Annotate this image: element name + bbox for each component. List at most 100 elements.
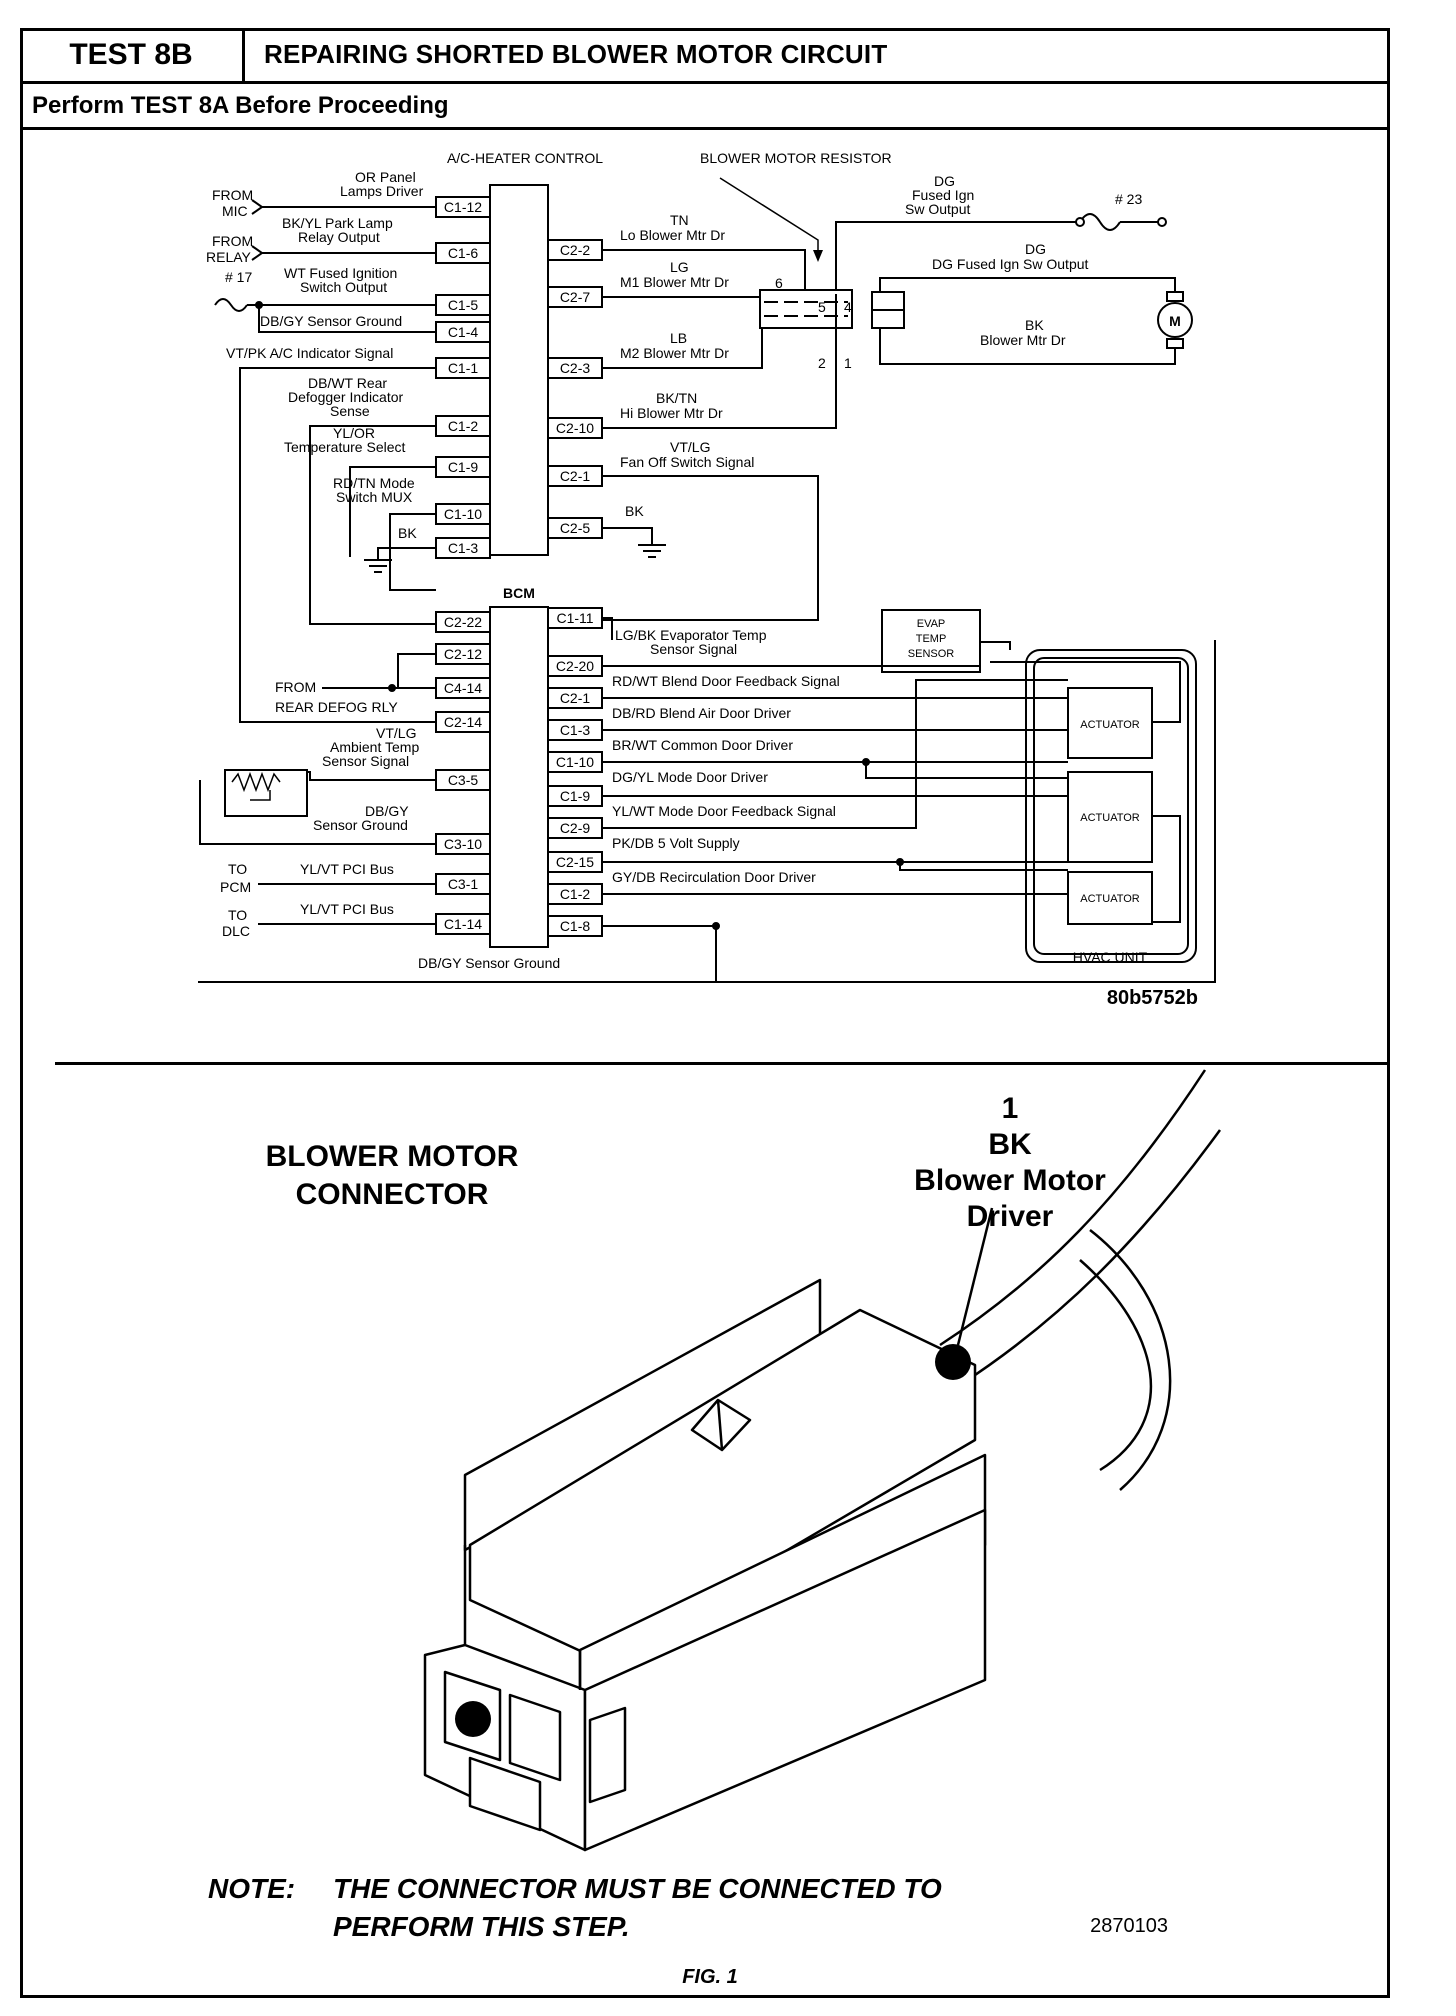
ac-left-pins: C1-12 C1-6 C1-5 C1-4 C1-1 C1-2 C1-9 C1-1… <box>435 196 491 559</box>
pin-label: C1-1 <box>448 360 479 376</box>
dg-label-3: Sw Output <box>905 201 970 217</box>
signal-label: BR/WT Common Door Driver <box>612 737 793 753</box>
resistor-arrow <box>719 177 819 255</box>
evap-label-1: EVAP <box>917 618 946 630</box>
signal-label: RD/TN Mode <box>333 475 415 491</box>
signal-label: YL/WT Mode Door Feedback Signal <box>612 803 836 819</box>
fuse-23-circuit: DG Fused Ign Sw Output # 23 DG DG Fused … <box>835 173 1193 365</box>
prerequisite-text: Perform TEST 8A Before Proceeding <box>32 92 449 119</box>
pin-label: C3-5 <box>448 772 479 788</box>
test-title: REPAIRING SHORTED BLOWER MOTOR CIRCUIT <box>264 39 888 69</box>
pin-label: C2-14 <box>444 714 482 730</box>
signal-label: Switch Output <box>300 279 387 295</box>
figure-title-line2: CONNECTOR <box>296 1178 489 1211</box>
pin-label: C3-1 <box>448 876 479 892</box>
ac-right-labels: TN Lo Blower Mtr Dr LG M1 Blower Mtr Dr … <box>620 212 783 519</box>
signal-label: VT/LG <box>376 725 416 741</box>
header-row: TEST 8B REPAIRING SHORTED BLOWER MOTOR C… <box>20 28 1390 84</box>
pin-label: C1-10 <box>556 754 594 770</box>
pin-label: C2-10 <box>556 420 594 436</box>
ac-left-wires <box>214 199 436 723</box>
motor-label: M <box>1169 313 1181 329</box>
signal-label: Switch MUX <box>336 489 413 505</box>
pin-label: C2-5 <box>560 520 591 536</box>
pin-label: C3-10 <box>444 836 482 852</box>
pin-label: C1-10 <box>444 506 482 522</box>
figure-code: 2870103 <box>1090 1915 1168 1937</box>
resistor-pin: 4 <box>844 299 852 315</box>
pin-box <box>435 711 491 733</box>
callout-line4: Driver <box>967 1200 1054 1233</box>
to-dlc-label: TO <box>228 907 247 923</box>
pin-label: C2-9 <box>560 820 591 836</box>
signal-label: WT Fused Ignition <box>284 265 397 281</box>
pin-label: C1-14 <box>444 916 482 932</box>
bk-label-2: Blower Mtr Dr <box>980 332 1066 348</box>
to-pcm-label: TO <box>228 861 247 877</box>
signal-label: M2 Blower Mtr Dr <box>620 345 729 361</box>
actuator-box <box>1067 771 1153 863</box>
rear-defog-rly-label: REAR DEFOG RLY <box>275 699 398 715</box>
signal-label: Fan Off Switch Signal <box>620 454 754 470</box>
signal-label: Defogger Indicator <box>288 389 404 405</box>
bcm-left-pins: C2-22 C2-12 C4-14 C2-14 C3-5 C3-10 C3-1 … <box>435 611 491 935</box>
signal-label: Ambient Temp <box>330 739 419 755</box>
ambient-temp-sensor <box>224 769 308 817</box>
evap-label-2: TEMP <box>916 633 947 645</box>
signal-label: LG/BK Evaporator Temp <box>615 627 767 643</box>
diagram-code: 80b5752b <box>1107 987 1198 1009</box>
signal-label: YL/OR <box>333 425 375 441</box>
actuator-box <box>1067 871 1153 925</box>
signal-label: Temperature Select <box>284 439 406 455</box>
signal-label: DB/WT Rear <box>308 375 387 391</box>
pin-label: C2-22 <box>444 614 482 630</box>
from-mic-label: FROM <box>212 187 253 203</box>
note-label: NOTE: <box>208 1873 295 1904</box>
blower-motor-resistor: BLOWER MOTOR RESISTOR 5 4 2 1 <box>700 150 905 371</box>
from-relay-label-2: RELAY <box>206 249 252 265</box>
ac-right-pins: C2-2 C2-7 C2-3 C2-10 C2-1 C2-5 <box>547 239 603 539</box>
bcm-right-pins: C1-11 C2-20 C2-1 C1-3 C1-10 C1-9 C2-9 C2… <box>547 607 603 937</box>
callout-wire: BK <box>988 1128 1032 1161</box>
pin-label: C2-1 <box>560 468 591 484</box>
pin-label: C2-20 <box>556 658 594 674</box>
signal-label: DB/RD Blend Air Door Driver <box>612 705 791 721</box>
signal-label: BK <box>398 525 417 541</box>
evap-temp-sensor: EVAP TEMP SENSOR <box>881 609 981 673</box>
callout-line3: Blower Motor <box>914 1164 1106 1197</box>
pin-label: C1-3 <box>448 540 479 556</box>
callout-leader <box>956 1207 994 1346</box>
signal-label: Sensor Signal <box>322 753 409 769</box>
resistor-pin: 5 <box>818 299 826 315</box>
signal-label: BK/YL Park Lamp <box>282 215 393 231</box>
resistor-pin: 2 <box>818 355 826 371</box>
actuator-box <box>1067 687 1153 759</box>
pin-label: C1-4 <box>448 324 479 340</box>
diagram-frame <box>198 640 1216 983</box>
ac-heater-control-label-1: A/C-HEATER CONTROL <box>447 150 603 166</box>
signal-label: Sense <box>330 403 370 419</box>
signal-label: DG/YL Mode Door Driver <box>612 769 768 785</box>
signal-label: BK <box>625 503 644 519</box>
signal-label: Sensor Ground <box>313 817 408 833</box>
signal-label: DB/GY <box>365 803 409 819</box>
signal-label: RD/WT Blend Door Feedback Signal <box>612 673 840 689</box>
actuator-label: ACTUATOR <box>1080 893 1140 905</box>
pin-label: C2-1 <box>560 690 591 706</box>
note-line2: PERFORM THIS STEP. <box>333 1911 630 1942</box>
bcm-left-labels: FROM REAR DEFOG RLY VT/LG Ambient Temp S… <box>220 679 560 971</box>
bottom-ground-label: DB/GY Sensor Ground <box>418 955 560 971</box>
pin-label: C2-12 <box>444 646 482 662</box>
signal-label: YL/VT PCI Bus <box>300 861 394 877</box>
pin-label: C2-7 <box>560 289 591 305</box>
resistor-body <box>759 289 853 329</box>
signal-label: PK/DB 5 Volt Supply <box>612 835 740 851</box>
bk-label: BK <box>1025 317 1044 333</box>
connector-pin-dot <box>455 1701 491 1737</box>
ac-left-labels: OR Panel Lamps Driver BK/YL Park Lamp Re… <box>206 169 424 541</box>
pin-label: C1-2 <box>560 886 591 902</box>
signal-label: VT/LG <box>670 439 710 455</box>
signal-label: Lo Blower Mtr Dr <box>620 227 725 243</box>
resistor-label: BLOWER MOTOR RESISTOR <box>700 150 892 166</box>
pin-label: C1-8 <box>560 918 591 934</box>
